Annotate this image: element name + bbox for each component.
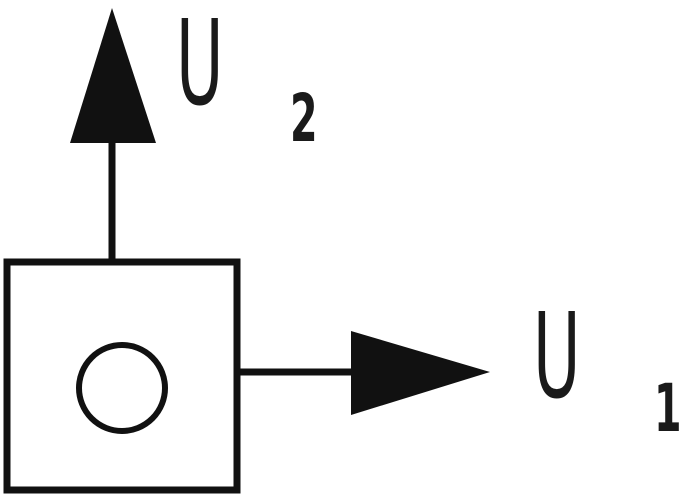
u1-subscript-label: 1 [654, 369, 682, 447]
vertical-arrow-head [70, 8, 156, 143]
u1-symbol-label: U [533, 289, 581, 425]
block-square [3, 258, 241, 494]
horizontal-arrow-head [351, 331, 490, 415]
u2-symbol-label: U [176, 0, 224, 133]
u2-subscript-label: 2 [290, 79, 318, 157]
inner-circle [76, 342, 168, 434]
